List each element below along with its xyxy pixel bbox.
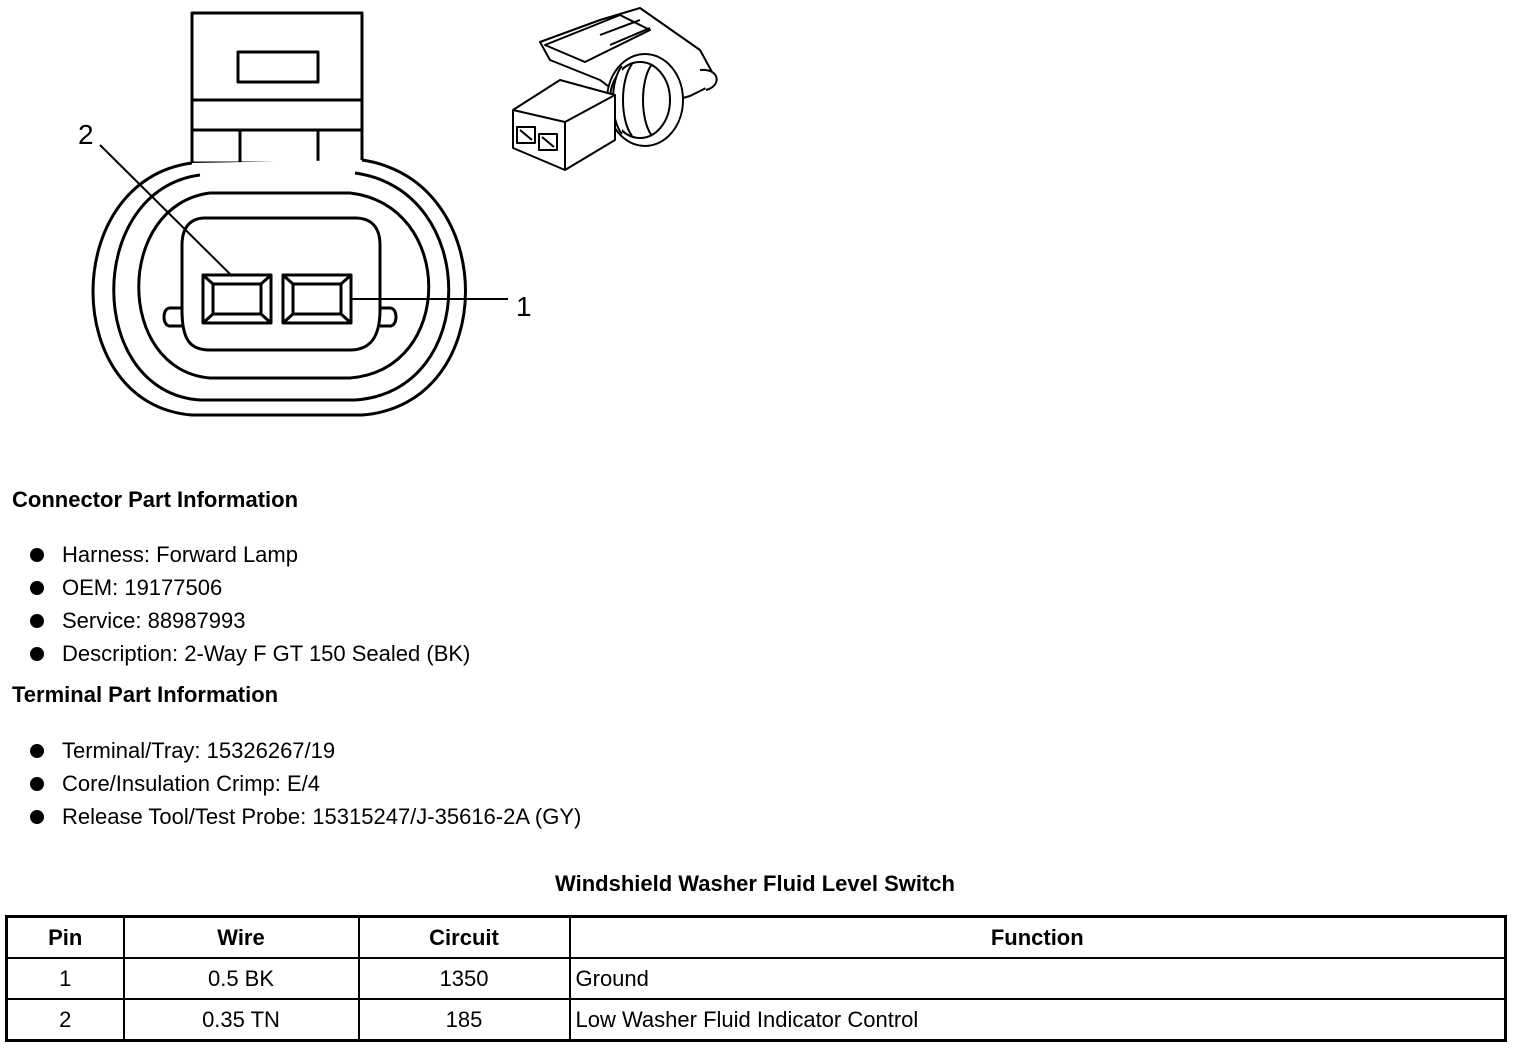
cell-circuit: 1350 [357,957,571,1000]
table-title: Windshield Washer Fluid Level Switch [555,871,955,896]
connector-part-info-list: Harness: Forward Lamp OEM: 19177506 Serv… [28,538,470,670]
cell-wire: 0.35 TN [122,998,360,1042]
bullet-icon [30,614,44,628]
list-item: OEM: 19177506 [28,571,470,604]
pinout-table: Pin Wire Circuit Function 1 0.5 BK 1350 … [5,915,1507,1042]
bullet-icon [30,647,44,661]
list-item: Harness: Forward Lamp [28,538,470,571]
list-item: Service: 88987993 [28,604,470,637]
list-item: Description: 2-Way F GT 150 Sealed (BK) [28,637,470,670]
bullet-icon [30,744,44,758]
terminal-part-info-list: Terminal/Tray: 15326267/19 Core/Insulati… [28,734,581,833]
leader-line-pin-2 [99,144,233,277]
column-header-function: Function [568,915,1507,959]
bullet-icon [30,777,44,791]
list-item: Terminal/Tray: 15326267/19 [28,734,581,767]
connector-face [91,158,467,417]
bullet-icon [30,548,44,562]
cell-pin: 1 [5,957,125,1000]
list-item: Core/Insulation Crimp: E/4 [28,767,581,800]
cell-pin: 2 [5,998,125,1042]
connector-isometric-view [512,7,718,171]
connector-part-info-heading: Connector Part Information [12,487,299,512]
list-item: Release Tool/Test Probe: 15315247/J-3561… [28,800,581,833]
cell-circuit: 185 [357,998,571,1042]
column-header-circuit: Circuit [357,915,571,959]
callout-pin-2: 2 [78,119,94,150]
terminal-cavity-2 [201,273,273,325]
terminal-part-info-heading: Terminal Part Information [12,682,279,707]
table-header-row: Pin Wire Circuit Function [5,915,1507,959]
connector-diagram: 2 1 [78,7,718,417]
connector-lock-tab [190,11,364,165]
bullet-icon [30,581,44,595]
column-header-wire: Wire [122,915,360,959]
terminal-cavity-1 [281,273,353,325]
cell-function: Low Washer Fluid Indicator Control [568,998,1507,1042]
bullet-icon [30,810,44,824]
table-row: 2 0.35 TN 185 Low Washer Fluid Indicator… [5,998,1507,1042]
column-header-pin: Pin [5,915,125,959]
table-row: 1 0.5 BK 1350 Ground [5,957,1507,1000]
cell-wire: 0.5 BK [122,957,360,1000]
callout-pin-1: 1 [516,291,532,322]
cell-function: Ground [568,957,1507,1000]
